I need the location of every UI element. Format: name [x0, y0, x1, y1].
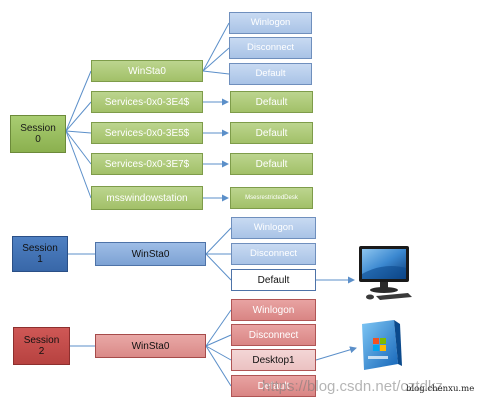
watermark-text: https://blog.csdn.net/cztdkz [262, 378, 443, 395]
s0-station-winsta0: WinSta0 [91, 60, 203, 82]
session-2-label: Session [23, 335, 60, 346]
session-0-label: Session [20, 123, 56, 134]
s1-desktop-winlogon: Winlogon [231, 217, 316, 239]
session-1-box: Session 1 [12, 236, 68, 272]
session-1-label: Session [22, 243, 58, 254]
session-2-box: Session 2 [13, 327, 70, 365]
s2-station-winsta0: WinSta0 [95, 334, 206, 358]
s0-services-3e7-default: Default [230, 153, 313, 175]
s0-station-services-3e7: Services-0x0-3E7$ [91, 153, 203, 175]
s1-station-winsta0: WinSta0 [95, 242, 206, 266]
s2-desktop-winlogon: Winlogon [231, 299, 316, 321]
s0-station-msswindowstation: msswindowstation [91, 186, 203, 210]
s0-station-services-3e5: Services-0x0-3E5$ [91, 122, 203, 144]
s2-desktop-desktop1: Desktop1 [231, 349, 316, 371]
s0-desktop-disconnect: Disconnect [229, 37, 312, 59]
computer-monitor-icon [359, 246, 412, 300]
session-0-box: Session 0 [10, 115, 66, 153]
session-0-number: 0 [35, 134, 41, 145]
s0-desktop-winlogon: Winlogon [229, 12, 312, 34]
session-1-number: 1 [37, 254, 43, 265]
windows-7-box-icon [362, 320, 402, 370]
s0-services-3e4-default: Default [230, 91, 313, 113]
s0-services-3e5-default: Default [230, 122, 313, 144]
session-2-number: 2 [38, 346, 45, 357]
s0-desktop-default: Default [229, 63, 312, 85]
s1-desktop-default: Default [231, 269, 316, 291]
s0-station-services-3e4: Services-0x0-3E4$ [91, 91, 203, 113]
s2-desktop-disconnect: Disconnect [231, 324, 316, 346]
s0-msesrestricted-desk: MsesrestrictedDesk [230, 187, 313, 209]
s2-desktop-default: Default [231, 375, 316, 397]
s1-desktop-disconnect: Disconnect [231, 243, 316, 265]
credit-text: blog.chenxu.me [406, 384, 475, 394]
